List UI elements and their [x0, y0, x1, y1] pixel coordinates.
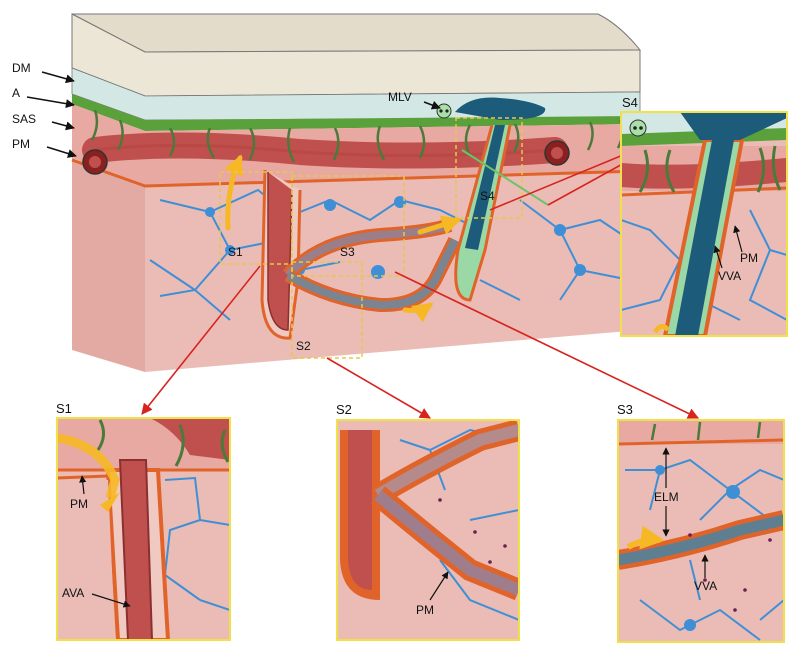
- label-sas: SAS: [12, 112, 36, 126]
- inset-s1-label-ava: AVA: [62, 586, 84, 600]
- inset-s3-label-elm: ELM: [654, 490, 679, 504]
- arachnoid-trabeculae: [90, 109, 624, 163]
- inset-s4-label-pm: PM: [740, 251, 758, 265]
- inset-s3-label-vva: VVA: [694, 579, 717, 593]
- astrocyte-network: [149, 188, 631, 321]
- inset-s4: S4 PM VVA: [620, 95, 788, 337]
- inset-s3: S3 ELM: [617, 402, 785, 643]
- label-mlv: MLV: [388, 90, 412, 104]
- label-s1-main: S1: [228, 245, 243, 259]
- inset-s1: S1 PM AVA: [56, 401, 231, 641]
- region-s3: [291, 175, 405, 277]
- inset-s4-label-vva: VVA: [718, 269, 741, 283]
- label-a: A: [12, 86, 20, 100]
- inset-s1-title: S1: [56, 401, 72, 416]
- s4-guide-line: [461, 149, 549, 206]
- layer-pointer-arrows: [26, 71, 441, 158]
- main-tissue-block: [71, 13, 642, 372]
- penetrating-artery: [260, 169, 302, 340]
- label-s3-main: S3: [340, 245, 355, 259]
- mlv-vessel: [436, 103, 452, 119]
- region-s2: [291, 261, 363, 359]
- region-s1: [219, 171, 293, 265]
- label-pm: PM: [12, 137, 30, 151]
- region-s4: [455, 117, 523, 219]
- inset-s2: S2 PM: [336, 402, 520, 641]
- inset-s2-label-pm: PM: [416, 603, 434, 617]
- inset-s1-label-pm: PM: [70, 497, 88, 511]
- inset-s2-title: S2: [336, 402, 352, 417]
- surface-artery: [82, 132, 570, 175]
- inset-s4-title: S4: [622, 95, 638, 110]
- label-s4-main: S4: [480, 189, 495, 203]
- label-s2-main: S2: [296, 339, 311, 353]
- inset-s3-title: S3: [617, 402, 633, 417]
- csf-flow-arrows: [224, 154, 462, 323]
- inset-region-markers: [219, 117, 523, 359]
- label-dm: DM: [12, 61, 31, 75]
